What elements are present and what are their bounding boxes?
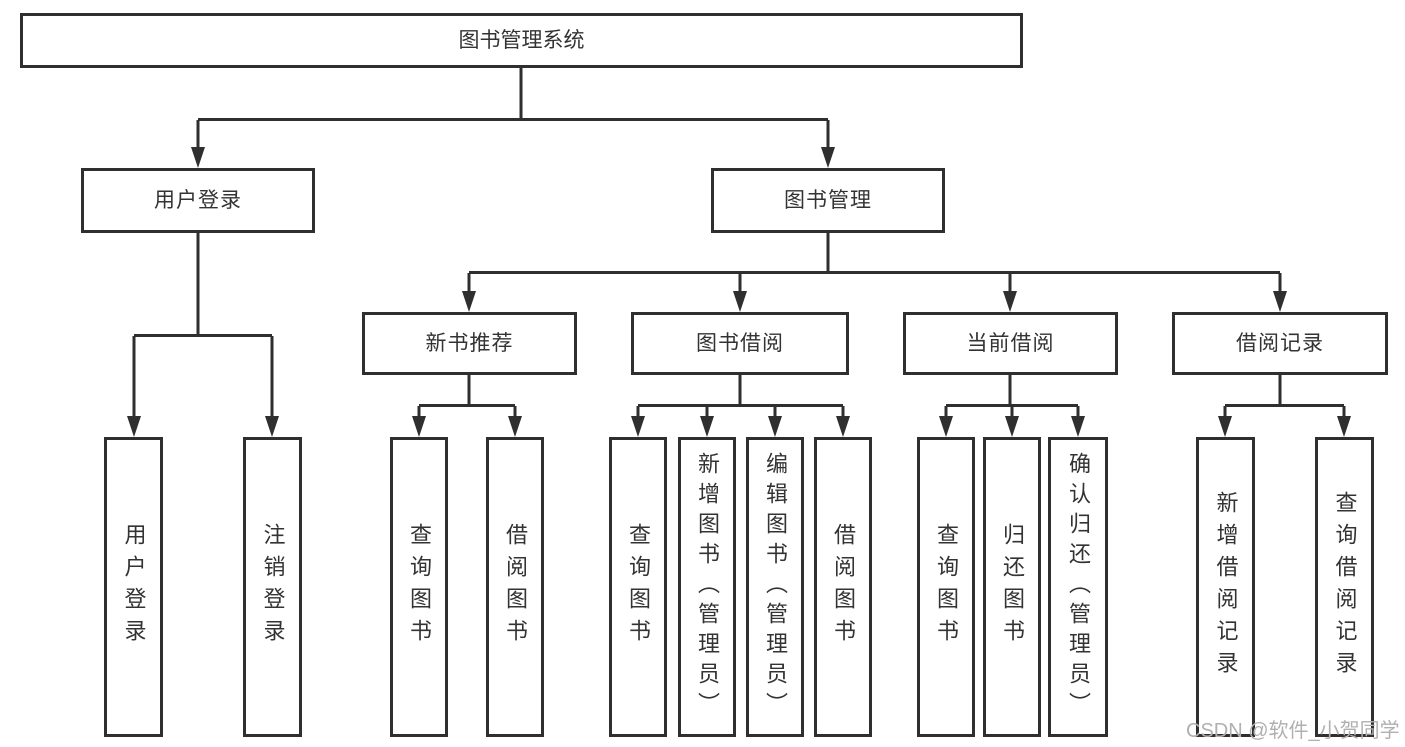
leaf-label: 确认归还（管理员） [1066,452,1091,722]
leaf-edit-books-admin: 编辑图书（管理员） [746,437,804,737]
node-book-management: 图书管理 [711,168,945,233]
node-book-borrowing: 图书借阅 [631,312,849,375]
leaf-label: 查询图书 [626,523,651,651]
arrowhead [265,416,279,437]
leaf-confirm-return-admin: 确认归还（管理员） [1048,437,1108,737]
leaf-query-books-3: 查询图书 [917,437,975,737]
leaf-label: 编辑图书（管理员） [763,452,788,722]
node-label: 图书借阅 [696,332,784,355]
leaf-query-books-2: 查询图书 [609,437,667,737]
leaf-add-borrow-record: 新增借阅记录 [1196,437,1255,737]
leaf-add-books-admin: 新增图书（管理员） [678,437,736,737]
leaf-label: 查询图书 [407,523,432,651]
leaf-return-books: 归还图书 [983,437,1041,737]
arrowhead [939,416,953,437]
leaf-query-books-1: 查询图书 [390,437,448,737]
leaf-label: 注销登录 [260,523,286,651]
arrowheads [127,147,1351,437]
leaf-label: 借阅图书 [831,523,856,651]
leaf-label: 归还图书 [1000,523,1025,651]
node-borrowing-records: 借阅记录 [1172,312,1388,375]
node-new-book-recommend: 新书推荐 [362,312,577,375]
leaf-label: 查询借阅记录 [1332,491,1358,683]
node-label: 当前借阅 [966,332,1055,355]
arrowhead [821,147,835,168]
leaf-query-borrow-record: 查询借阅记录 [1315,437,1374,737]
node-label: 用户登录 [154,189,242,212]
arrowhead [631,416,645,437]
leaf-label: 查询图书 [934,523,959,651]
leaf-label: 新增图书（管理员） [695,452,720,722]
csdn-watermark: CSDN @软件_小贺同学 [1186,720,1400,742]
arrowhead [1273,291,1287,312]
arrowhead [508,416,522,437]
leaf-label: 新增借阅记录 [1213,491,1239,683]
arrowhead [1003,291,1017,312]
arrowhead [1005,416,1019,437]
arrowhead [462,291,476,312]
arrowhead [191,147,205,168]
arrowhead [127,416,141,437]
leaf-logout: 注销登录 [243,437,302,737]
arrowhead [836,416,850,437]
node-label: 新书推荐 [425,332,514,355]
leaf-label: 用户登录 [121,523,147,651]
arrowhead [1218,416,1232,437]
leaf-borrow-books-2: 借阅图书 [814,437,872,737]
node-user-login: 用户登录 [81,168,315,233]
leaf-label: 借阅图书 [503,523,528,651]
node-current-borrowing: 当前借阅 [903,312,1118,375]
arrowhead [733,291,747,312]
leaf-borrow-books-1: 借阅图书 [486,437,544,737]
node-label: 图书管理系统 [458,29,585,52]
arrowhead [412,416,426,437]
arrowhead [1071,416,1085,437]
node-label: 借阅记录 [1236,332,1324,355]
leaf-user-login: 用户登录 [104,437,163,737]
arrowhead [700,416,714,437]
arrowhead [1337,416,1351,437]
node-label: 图书管理 [784,189,872,212]
node-library-system: 图书管理系统 [20,13,1023,68]
arrowhead [768,416,782,437]
